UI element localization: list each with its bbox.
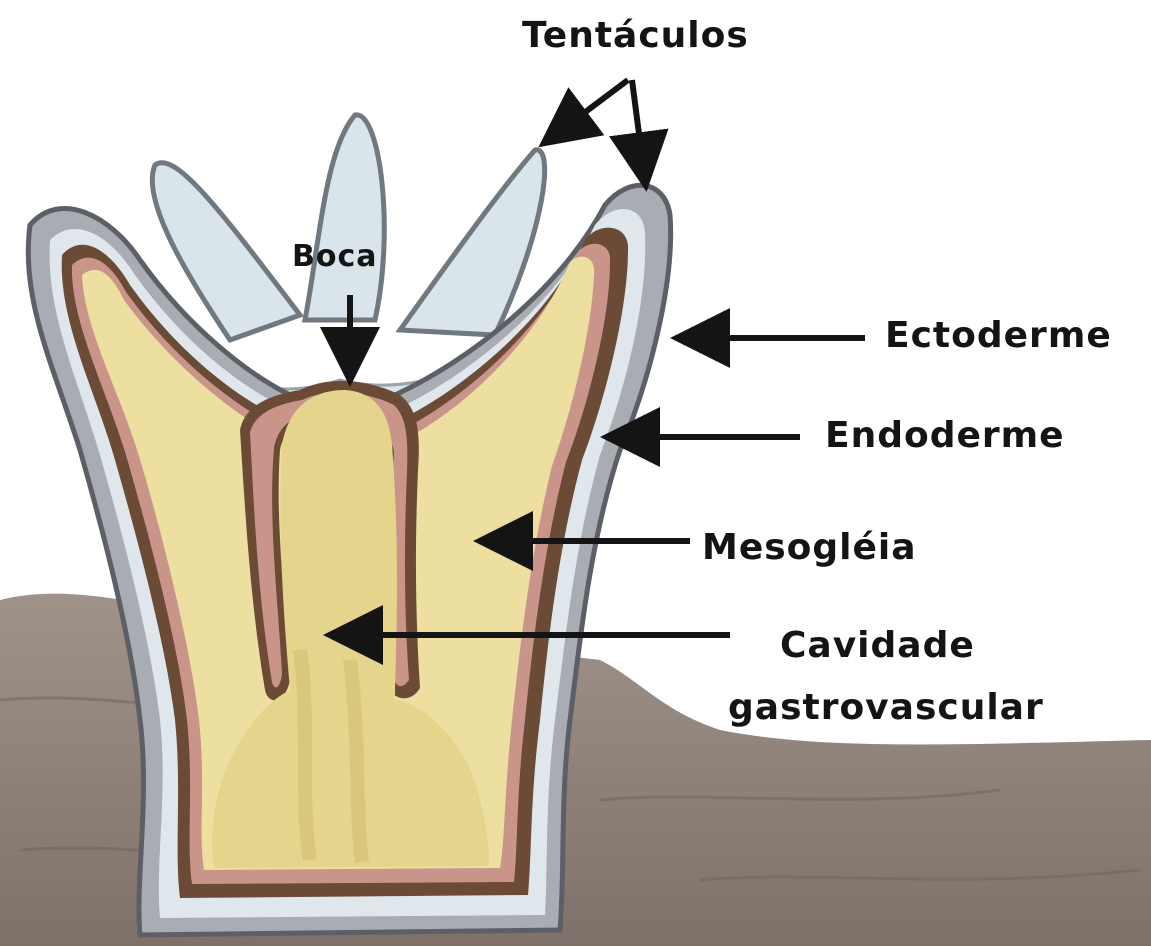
label-endoderm: Endoderme [825,418,1065,454]
label-cavity-line1: Cavidade [780,628,975,664]
label-mesoglea: Mesogléia [702,530,917,566]
arrow-tentacles-right [632,80,645,180]
label-cavity-line2: gastrovascular [728,690,1044,726]
label-tentacles: Tentáculos [522,18,749,54]
label-ectoderm: Ectoderme [885,318,1112,354]
arrow-tentacles-left [548,80,628,140]
label-mouth: Boca [292,242,378,272]
